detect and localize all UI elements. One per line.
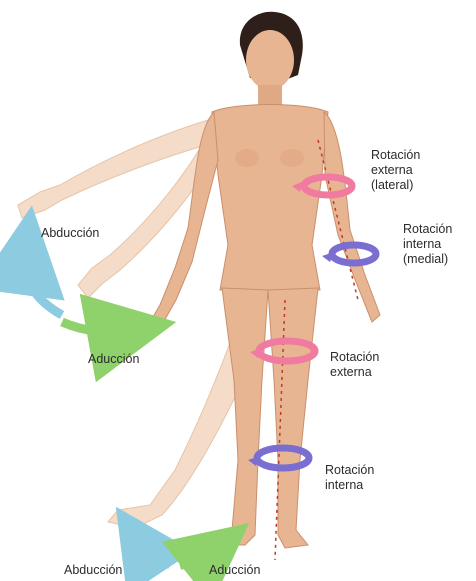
label-add-arm: Aducción <box>88 352 139 367</box>
label-rot-int-arm: Rotación interna (medial) <box>403 222 452 267</box>
abd-leg-arrow <box>138 540 170 565</box>
add-arm-arrow <box>62 322 132 332</box>
label-add-leg: Aducción <box>209 563 260 578</box>
label-rot-int-leg: Rotación interna <box>325 463 374 493</box>
label-abd-arm: Abducción <box>41 226 99 241</box>
label-abd-leg: Abducción <box>64 563 122 578</box>
label-rot-ext-leg: Rotación externa <box>330 350 379 380</box>
label-rot-ext-arm: Rotación externa (lateral) <box>371 148 420 193</box>
abd-arm-arrow <box>25 250 62 315</box>
